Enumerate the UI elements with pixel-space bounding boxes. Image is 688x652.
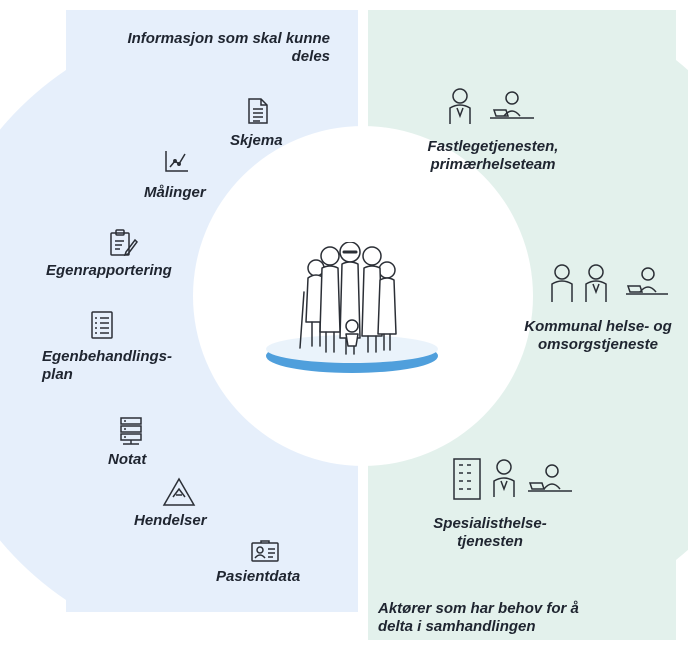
clipboard-edit-icon <box>108 228 138 258</box>
right-footer-line-1: Aktører som har behov for å <box>378 600 579 617</box>
actor-label-spesialist: Spesialisthelse- tjenesten <box>433 515 547 550</box>
item-label-hendelser: Hendelser <box>134 512 207 529</box>
id-card-icon <box>250 539 280 563</box>
item-label-malinger: Målinger <box>144 184 206 201</box>
nurse-doctor-desk-icon <box>548 262 670 306</box>
document-icon <box>246 97 270 125</box>
item-label-egenrapportering: Egenrapportering <box>46 262 172 279</box>
doctor-and-desk-icon <box>444 86 536 128</box>
people-group-icon <box>292 242 412 360</box>
checklist-icon <box>90 310 114 340</box>
line-chart-icon <box>164 149 190 173</box>
right-footer: Aktører som har behov for å delta i samh… <box>378 600 658 636</box>
left-header-line-1: Informasjon som skal kunne <box>127 30 330 47</box>
item-label-pasientdata: Pasientdata <box>216 568 301 585</box>
item-label-skjema: Skjema <box>230 132 283 149</box>
right-footer-line-2: delta i samhandlingen <box>378 618 536 635</box>
server-icon <box>118 416 144 446</box>
item-label-egenbehandlingsplan: Egenbehandlings- plan <box>42 348 173 383</box>
actor-label-kommunal: Kommunal helse- og omsorgstjeneste <box>524 318 672 353</box>
platform-top <box>266 335 438 363</box>
left-header-line-2: deles <box>291 48 330 65</box>
actor-label-fastlege: Fastlegetjenesten, primærhelseteam <box>427 138 559 173</box>
hospital-doctor-desk-icon <box>452 455 574 503</box>
left-header: Informasjon som skal kunne deles <box>90 30 330 66</box>
warning-triangle-icon <box>162 477 196 507</box>
item-label-notat: Notat <box>108 451 147 468</box>
